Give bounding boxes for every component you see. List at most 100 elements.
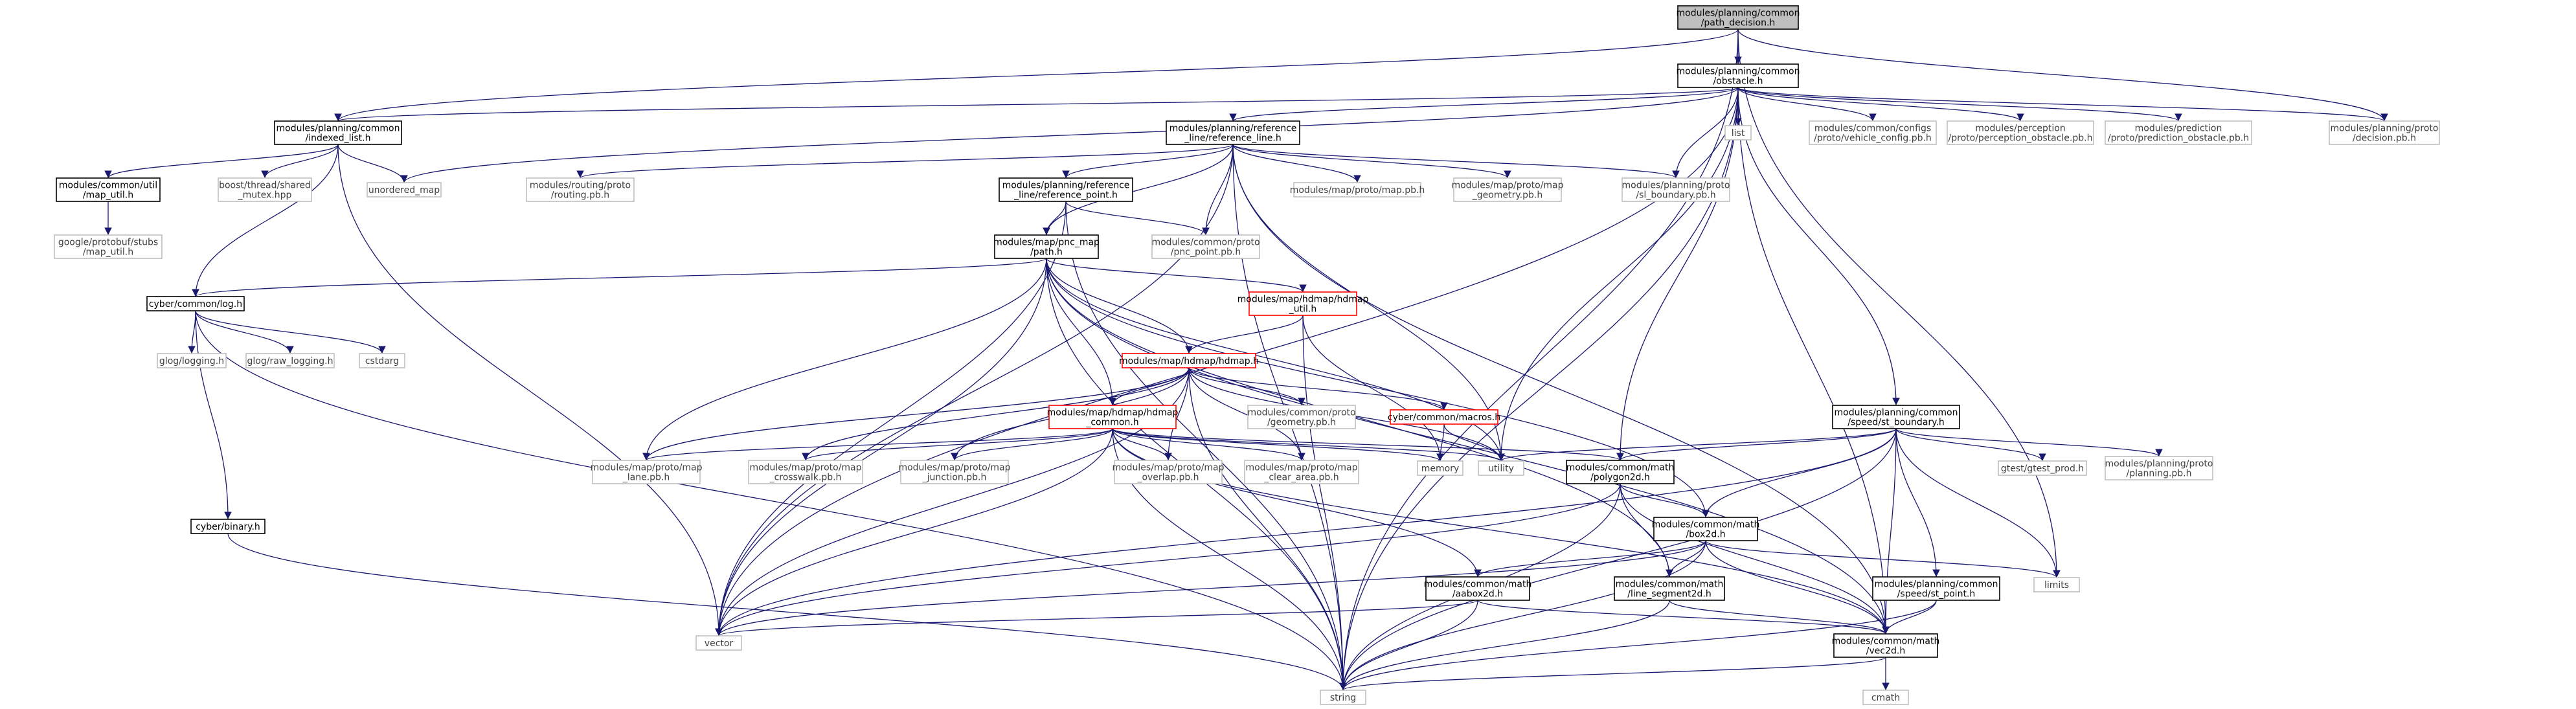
node-decision_pb: modules/planning/proto/decision.pb.h <box>2329 120 2440 145</box>
node-label-line: cyber/common/macros.h <box>1388 412 1500 423</box>
node-glog_raw_logging: glog/raw_logging.h <box>245 353 335 368</box>
edge-hdmap_common-to-crosswalk_pb <box>802 428 1113 461</box>
node-box <box>359 353 405 368</box>
node-label-line: modules/map/hdmap/hdmap.h <box>1119 356 1259 366</box>
node-crosswalk_pb: modules/map/proto/map_crosswalk.pb.h <box>748 460 863 484</box>
node-label-line: /geometry.pb.h <box>1267 418 1336 428</box>
node-reference_point[interactable]: modules/planning/reference_line/referenc… <box>999 177 1133 202</box>
node-label-line: cstdarg <box>365 356 399 366</box>
node-macros[interactable]: cyber/common/macros.h <box>1388 409 1500 425</box>
node-line_segment2d[interactable]: modules/common/math/line_segment2d.h <box>1614 576 1725 601</box>
edge-st_boundary-to-gtest_prod <box>1895 428 2046 462</box>
node-label-line: /speed/st_boundary.h <box>1847 418 1945 428</box>
node-label-line: /path_decision.h <box>1701 18 1776 28</box>
edge-macros-to-memory <box>1436 423 1445 462</box>
node-box <box>157 353 227 368</box>
edge-indexed_list-to-shared_mutex <box>261 144 339 179</box>
node-binary[interactable]: cyber/binary.h <box>190 519 266 534</box>
node-map_util[interactable]: modules/common/util/map_util.h <box>56 177 161 202</box>
edge-log-to-cstdarg <box>195 310 386 354</box>
edge-indexed_list-to-unordered_map <box>337 144 408 183</box>
node-label-line: utility <box>1488 464 1514 474</box>
edge-obstacle-to-reference_line <box>1229 87 1739 122</box>
node-label-line: _geometry.pb.h <box>1472 190 1542 201</box>
node-box <box>1166 120 1300 145</box>
node-st_boundary[interactable]: modules/planning/common/speed/st_boundar… <box>1832 405 1960 429</box>
edge-st_boundary-to-st_point <box>1895 428 1940 578</box>
node-box <box>748 460 863 484</box>
node-box2d[interactable]: modules/common/math/box2d.h <box>1652 517 1760 541</box>
node-junction_pb: modules/map/proto/map_junction.pb.h <box>898 460 1011 484</box>
node-label-line: modules/map/proto/map <box>590 463 702 473</box>
node-aabox2d[interactable]: modules/common/math/aabox2d.h <box>1424 576 1532 601</box>
node-list: list <box>1724 125 1752 141</box>
node-label-line: /line_segment2d.h <box>1627 589 1712 600</box>
edge-hdmap_common-to-overlap_pb <box>1112 428 1172 461</box>
node-hdmap[interactable]: modules/map/hdmap/hdmap.h <box>1119 353 1259 368</box>
edge-hdmap-to-crosswalk_pb <box>802 367 1190 461</box>
edge-path_decision-to-string <box>1339 28 1739 691</box>
node-box <box>1453 177 1562 202</box>
node-label-line: modules/planning/common <box>1875 580 1998 590</box>
node-vec2d[interactable]: modules/common/math/vec2d.h <box>1832 633 1940 658</box>
node-reference_line[interactable]: modules/planning/reference_line/referenc… <box>1166 120 1300 145</box>
node-pnc_path[interactable]: modules/map/pnc_map/path.h <box>993 234 1100 259</box>
node-label-line: modules/map/proto/map <box>1245 463 1357 473</box>
node-limits: limits <box>2033 577 2080 592</box>
edge-hdmap_util-to-memory <box>1302 315 1444 462</box>
node-box <box>2105 456 2213 480</box>
edge-st_boundary-to-polygon2d <box>1616 428 1897 461</box>
node-box <box>526 177 635 202</box>
node-label-line: modules/common/util <box>59 181 157 191</box>
edge-reference_line-to-vec2d <box>1232 144 1890 635</box>
node-obstacle[interactable]: modules/planning/common/obstacle.h <box>1677 63 1800 88</box>
edge-pnc_path-to-log <box>192 258 1047 297</box>
node-box <box>1614 576 1725 601</box>
node-label-line: modules/map/proto/map <box>1451 181 1563 191</box>
edge-st_boundary-to-string <box>1339 428 1897 691</box>
node-cstdarg: cstdarg <box>359 353 405 368</box>
node-label-line: cyber/binary.h <box>196 522 260 532</box>
node-vector: vector <box>695 635 742 651</box>
node-box <box>1244 460 1359 484</box>
edge-obstacle-to-unordered_map <box>400 87 1739 183</box>
node-hdmap_common[interactable]: modules/map/hdmap/hdmap_common.h <box>1047 405 1179 429</box>
edge-polygon2d-to-line_segment2d <box>1620 483 1673 578</box>
node-label-line: /indexed_list.h <box>306 133 371 144</box>
edge-pnc_path-to-vector <box>715 258 1047 636</box>
node-box <box>1998 460 2087 476</box>
node-label-line: modules/planning/common <box>277 124 400 134</box>
edge-pnc_path-to-utility <box>1046 258 1505 462</box>
edge-hdmap_common-to-lane_pb <box>642 428 1113 461</box>
edge-hdmap_common-to-junction_pb <box>951 428 1113 461</box>
node-label-line: modules/common/proto <box>1151 238 1260 248</box>
node-label-line: /speed/st_point.h <box>1897 589 1976 600</box>
node-box <box>190 519 266 534</box>
node-label-line: glog/raw_logging.h <box>247 356 333 366</box>
node-label-line: /map_util.h <box>83 247 133 258</box>
node-log[interactable]: cyber/common/log.h <box>146 296 245 311</box>
node-label-line: modules/map/hdmap/hdmap <box>1237 295 1369 305</box>
edge-hdmap_util-to-string <box>1302 315 1347 691</box>
edge-line_segment2d-to-string <box>1339 600 1670 691</box>
edge-box2d-to-string <box>1339 540 1706 691</box>
node-label-line: unordered_map <box>368 185 440 196</box>
node-label-line: modules/common/math <box>1424 580 1532 590</box>
node-box <box>999 177 1133 202</box>
node-path_decision[interactable]: modules/planning/common/path_decision.h <box>1677 5 1800 30</box>
edge-hdmap-to-lane_pb <box>642 367 1190 461</box>
node-hdmap_util[interactable]: modules/map/hdmap/hdmap_util.h <box>1237 291 1369 316</box>
node-label-line: /routing.pb.h <box>551 190 609 201</box>
node-box <box>1872 576 2000 601</box>
edge-hdmap_common-to-memory <box>1112 428 1444 462</box>
node-st_point[interactable]: modules/planning/common/speed/st_point.h <box>1872 576 2000 601</box>
node-memory: memory <box>1417 460 1463 476</box>
node-polygon2d[interactable]: modules/common/math/polygon2d.h <box>1566 460 1675 484</box>
node-indexed_list[interactable]: modules/planning/common/indexed_list.h <box>274 120 402 145</box>
node-label-line: modules/planning/common <box>1835 408 1958 418</box>
edge-line_segment2d-to-vec2d <box>1669 600 1890 635</box>
node-label-line: modules/planning/common <box>1677 8 1800 19</box>
node-pnc_point_pb: modules/common/proto/pnc_point.pb.h <box>1151 234 1260 259</box>
node-box <box>1566 460 1675 484</box>
node-box <box>2033 577 2080 592</box>
